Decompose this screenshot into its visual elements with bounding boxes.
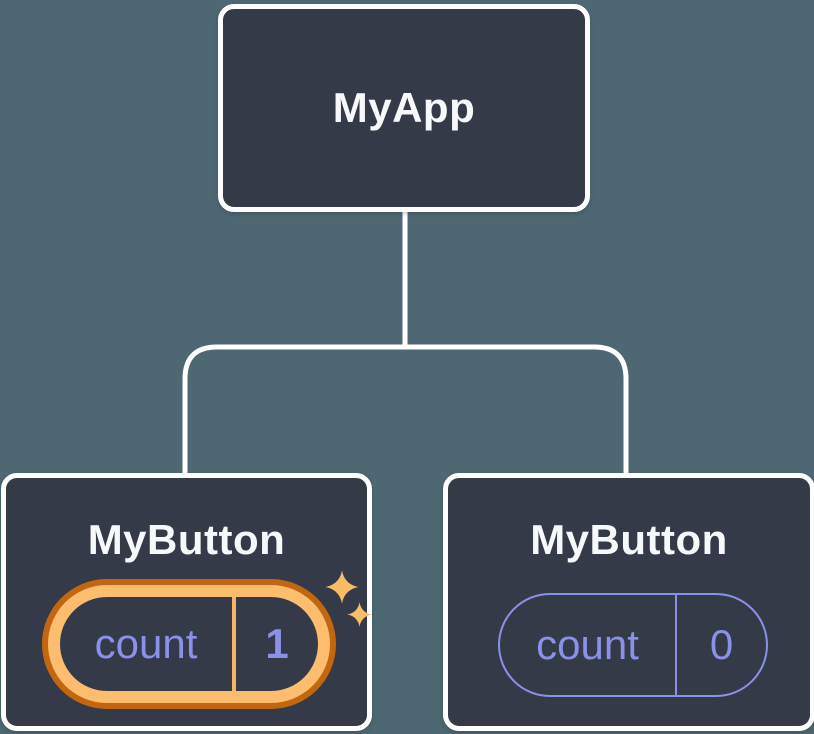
child-node-mybutton-right: MyButton count 0 xyxy=(443,473,814,731)
sparkle-icon xyxy=(325,570,359,604)
state-pill-body: count 1 xyxy=(60,597,318,691)
root-node-myapp: MyApp xyxy=(218,4,590,212)
root-node-label: MyApp xyxy=(332,84,476,131)
child-node-label: MyButton xyxy=(87,516,286,563)
state-pill-divider xyxy=(675,595,677,695)
state-name-label: count xyxy=(536,621,639,668)
child-node-mybutton-left: MyButton count 1 xyxy=(1,473,372,731)
state-pill-divider xyxy=(232,597,236,691)
state-pill-highlighted: count 1 xyxy=(42,579,336,709)
state-pill-highlight-ring: count 1 xyxy=(48,585,330,703)
state-name-label: count xyxy=(94,620,198,667)
state-value: 1 xyxy=(265,620,289,667)
child-node-label: MyButton xyxy=(530,516,728,563)
state-value: 0 xyxy=(709,621,734,668)
state-pill-plain: count 0 xyxy=(498,593,768,697)
sparkle-icon xyxy=(347,602,372,627)
